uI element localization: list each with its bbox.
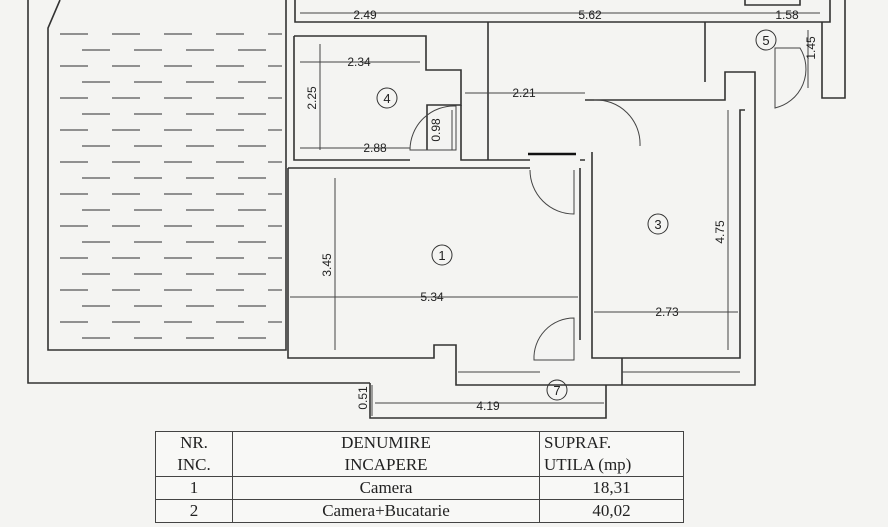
table-row: 2 Camera+Bucatarie 40,02	[155, 499, 684, 523]
header-name-line1: DENUMIRE	[341, 433, 431, 452]
dim-room4-side: 2.25	[305, 86, 319, 110]
room-4-marker: 4	[376, 87, 398, 109]
door-room4	[409, 105, 457, 151]
dim-room4-bottom: 2.88	[363, 141, 387, 155]
balcony	[27, 0, 370, 384]
dim-room1-side: 3.45	[320, 253, 334, 277]
dim-top-right: 1.58	[775, 8, 799, 22]
table-row: 1 Camera 18,31	[155, 476, 684, 500]
dim-room4-door: 0.98	[429, 118, 443, 142]
dim-room3-side: 4.75	[713, 220, 727, 244]
row-area: 40,02	[539, 499, 684, 523]
door-room5	[774, 47, 807, 109]
dim-room5-side: 1.45	[804, 36, 818, 60]
room-4-number: 4	[383, 91, 390, 106]
header-area-line2: UTILA (mp)	[544, 455, 632, 474]
door-room7	[533, 317, 575, 361]
row-nr: 1	[155, 476, 233, 500]
dim-corridor: 2.21	[512, 86, 536, 100]
dim-top-middle: 5.62	[578, 8, 602, 22]
dim-top-left: 2.49	[353, 8, 377, 22]
row-name: Camera	[232, 476, 540, 500]
balcony-hatching	[60, 33, 282, 339]
room-markers: 1 3 4 5 7	[376, 29, 777, 401]
door-room3	[593, 99, 641, 147]
doors	[409, 47, 807, 361]
room-1-marker: 1	[431, 244, 453, 266]
room-5-number: 5	[762, 33, 769, 48]
header-name-line2: INCAPERE	[344, 455, 428, 474]
table-header-row: NR. INC. DENUMIRE INCAPERE SUPRAF. UTILA…	[155, 431, 684, 477]
room-area-table: NR. INC. DENUMIRE INCAPERE SUPRAF. UTILA…	[155, 431, 684, 523]
dim-room7-width: 4.19	[476, 399, 500, 413]
header-area-line1: SUPRAF.	[544, 433, 612, 452]
room-3-number: 3	[654, 217, 661, 232]
room-5-marker: 5	[755, 29, 777, 51]
row-nr: 2	[155, 499, 233, 523]
dimension-labels: 2.49 5.62 1.58 1.45 2.34 2.25 2.88 0.98 …	[305, 8, 818, 413]
dim-room4-top: 2.34	[347, 55, 371, 69]
dim-room7-side: 0.51	[356, 386, 370, 410]
header-nr-line2: INC.	[177, 455, 211, 474]
room-7-number: 7	[553, 383, 560, 398]
door-room1	[529, 169, 575, 215]
dim-room1-width: 5.34	[420, 290, 444, 304]
room-3-marker: 3	[647, 213, 669, 235]
header-name: DENUMIRE INCAPERE	[232, 431, 540, 477]
dim-room3-width: 2.73	[655, 305, 679, 319]
room-1-number: 1	[438, 248, 445, 263]
header-area: SUPRAF. UTILA (mp)	[539, 431, 684, 477]
room-7-marker: 7	[546, 379, 568, 401]
row-area: 18,31	[539, 476, 684, 500]
walls	[287, 0, 846, 419]
header-nr: NR. INC.	[155, 431, 233, 477]
header-nr-line1: NR.	[180, 433, 208, 452]
row-name: Camera+Bucatarie	[232, 499, 540, 523]
dimension-lines	[290, 12, 820, 416]
